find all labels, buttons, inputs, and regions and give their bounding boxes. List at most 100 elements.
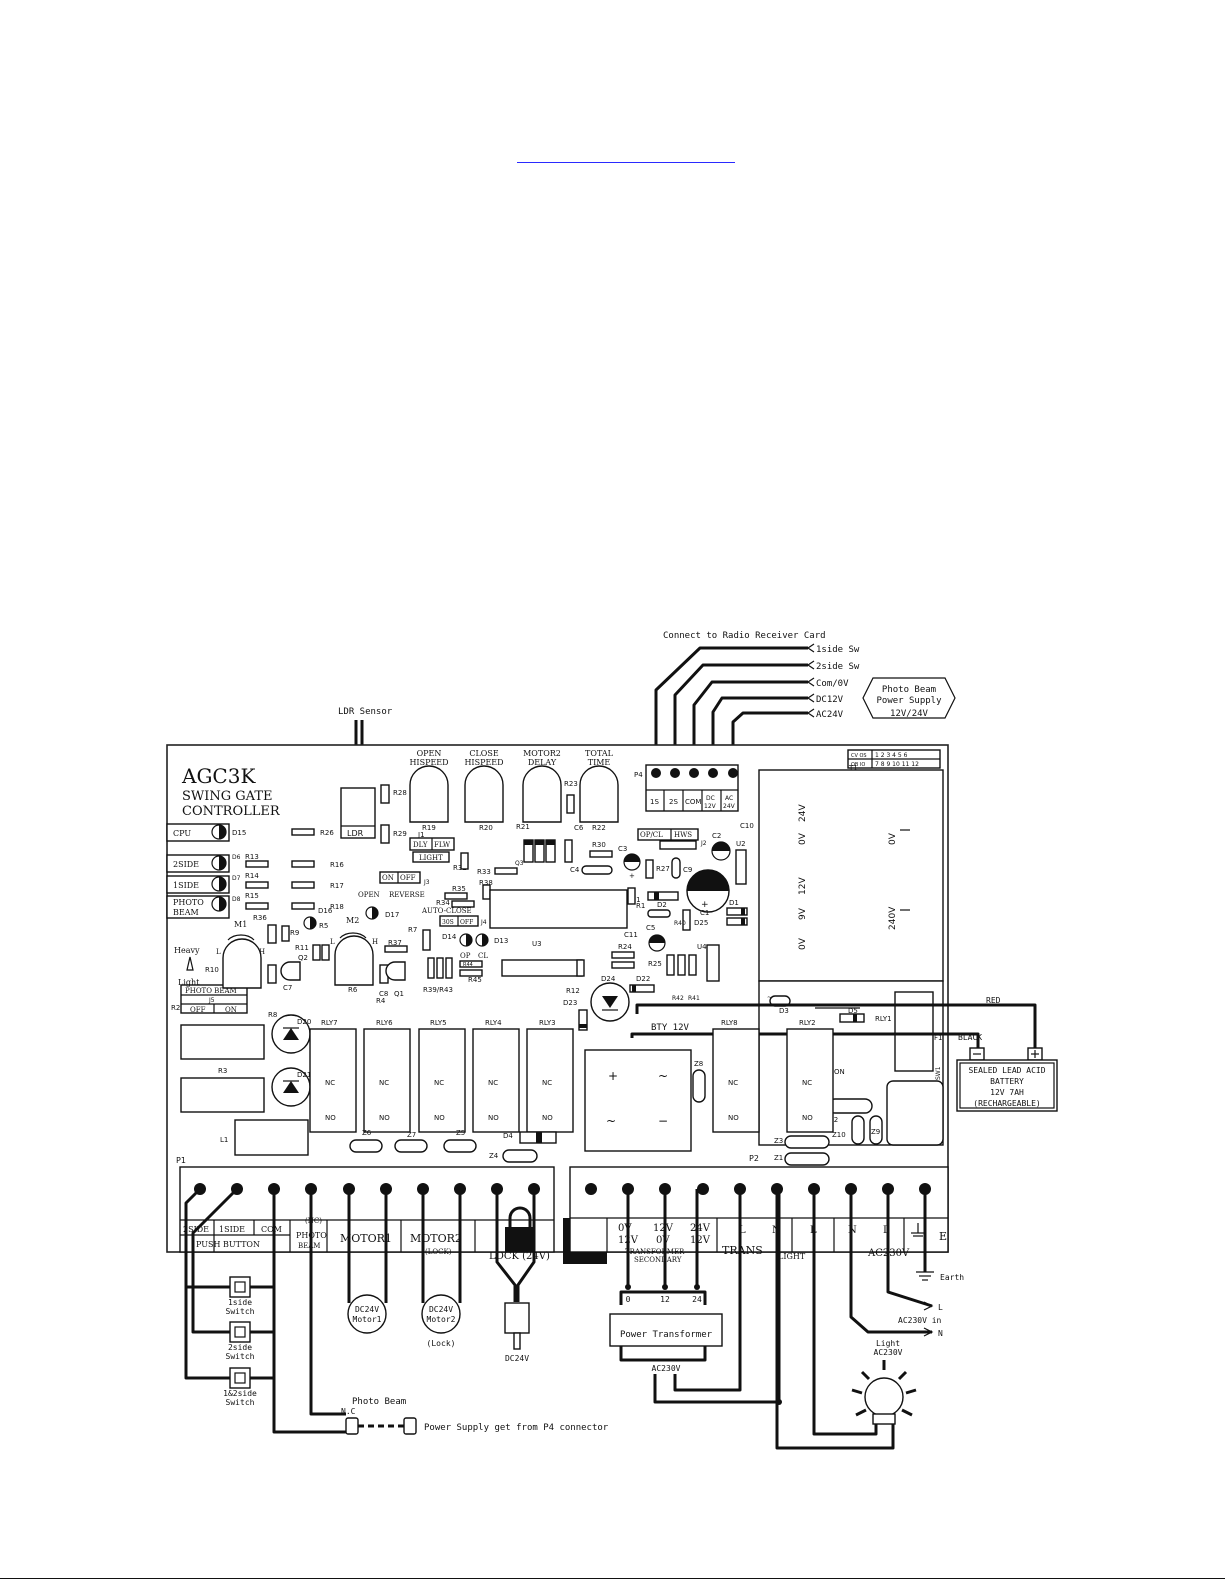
ldr-component bbox=[340, 787, 376, 839]
p4-com: COM bbox=[685, 798, 701, 806]
svg-text:OP: OP bbox=[460, 952, 471, 960]
r11: R11 bbox=[295, 944, 309, 952]
terminal-strip-p2: P2 0V 12V 12V 0V 24V 12V TRANSFORMER SEC… bbox=[569, 1154, 949, 1264]
led-cpu-label: CPU bbox=[173, 829, 191, 838]
board-subtitle-2: CONTROLLER bbox=[182, 804, 281, 819]
svg-text:1 2 3 4 5 6: 1 2 3 4 5 6 bbox=[875, 752, 908, 759]
pot-close-hispeed[interactable]: CLOSE HISPEED R20 bbox=[464, 749, 504, 832]
jumper-photo-beam[interactable]: PHOTO BEAM J5 OFF ON bbox=[180, 984, 248, 1014]
pb-jumper-title: PHOTO BEAM bbox=[185, 987, 237, 995]
power-transformer bbox=[609, 1313, 723, 1347]
p1-label: P1 bbox=[176, 1156, 186, 1165]
d3: D3 bbox=[779, 1007, 789, 1015]
r4: R4 bbox=[376, 997, 386, 1005]
pot-m2[interactable] bbox=[334, 935, 374, 986]
jumper-dly-flw[interactable]: J1 DLY FLW LIGHT bbox=[409, 831, 455, 863]
bridge-ac1: ~ bbox=[658, 1069, 668, 1083]
q1: Q1 bbox=[394, 990, 404, 998]
lock-dc-label: DC24V bbox=[505, 1354, 529, 1363]
svg-text:OB IO: OB IO bbox=[851, 762, 865, 768]
c7: C7 bbox=[283, 984, 292, 992]
light-wiring: Light AC230V bbox=[775, 1189, 917, 1450]
t1-0v: 0V bbox=[798, 832, 808, 845]
u1: U1 bbox=[631, 896, 641, 904]
pot-m2d-label2: DELAY bbox=[528, 758, 557, 767]
relay-rly3: RLY3 NC NO bbox=[526, 1019, 574, 1133]
dip-switch-grid[interactable]: CV OS OB IO 1 2 3 4 5 6 7 8 9 10 11 12 bbox=[847, 749, 941, 769]
hyperlink-underline[interactable] bbox=[517, 158, 735, 163]
jumper-on: ON bbox=[382, 874, 394, 882]
mains-wiring: Earth L AC230V in N bbox=[849, 1189, 964, 1338]
rly2-no: NO bbox=[802, 1114, 813, 1122]
r33: R33 bbox=[477, 868, 491, 876]
rly3-nc: NC bbox=[542, 1079, 552, 1087]
switch-2side[interactable] bbox=[229, 1321, 251, 1343]
term-24v: 24V bbox=[690, 1223, 711, 1234]
transformer-t1: T1 0V 24V 12V 9V 0V 0V 240V bbox=[758, 764, 944, 982]
battery-line4: (RECHARGEABLE) bbox=[973, 1099, 1040, 1108]
pot-m1[interactable] bbox=[222, 938, 262, 989]
bridge-plus: + bbox=[608, 1069, 618, 1083]
term-com: COM bbox=[261, 1225, 282, 1234]
led-2side-label: 2SIDE bbox=[173, 860, 199, 869]
photo-beam-rx bbox=[403, 1417, 417, 1435]
wire-dc12 bbox=[711, 696, 808, 773]
r8: R8 bbox=[268, 1011, 277, 1019]
r35: R35 bbox=[452, 885, 466, 893]
relay-rly8: RLY8 NC NO bbox=[712, 1019, 760, 1133]
board-title: AGC3K SWING GATE CONTROLLER bbox=[181, 764, 281, 819]
rly4-no: NO bbox=[488, 1114, 499, 1122]
term-l1: L bbox=[739, 1225, 746, 1236]
rly2-nc: NC bbox=[802, 1079, 812, 1087]
t1-0v-2: 0V bbox=[798, 937, 808, 950]
d4: D4 bbox=[503, 1132, 513, 1140]
wire-2side bbox=[673, 663, 808, 773]
pot-open-hispeed[interactable]: OPEN HISPEED R19 bbox=[409, 749, 449, 832]
ldr-sensor-label: LDR Sensor bbox=[338, 707, 393, 717]
z6: Z6 bbox=[362, 1129, 372, 1137]
photo-beam-tx bbox=[345, 1417, 359, 1435]
z4: Z4 bbox=[489, 1152, 499, 1160]
pot-motor2-delay[interactable]: MOTOR2 DELAY R21 R23 bbox=[516, 749, 578, 831]
term-secondary: SECONDARY bbox=[634, 1256, 682, 1264]
bridge-minus: − bbox=[658, 1114, 668, 1128]
svg-text:CV OS: CV OS bbox=[851, 753, 867, 759]
battery-black-label: BLACK bbox=[958, 1033, 982, 1042]
radio-2side-label: 2side Sw bbox=[816, 662, 860, 672]
jumper-opcl-hws[interactable]: OP/CL HWS J2 bbox=[637, 828, 707, 850]
term-lock24: LOCK (24V) bbox=[489, 1251, 550, 1262]
wire-com bbox=[692, 680, 808, 773]
sw2-label1: 2side bbox=[228, 1343, 252, 1352]
svg-text:R44: R44 bbox=[463, 962, 473, 968]
z7: Z7 bbox=[407, 1131, 416, 1139]
d7: D7 bbox=[232, 875, 241, 882]
jumper-off2: OFF bbox=[460, 919, 473, 926]
switch-12side[interactable] bbox=[229, 1367, 251, 1389]
jumper-auto-close-label: AUTO-CLOSE bbox=[421, 907, 472, 915]
photo-beam-nc: N.C bbox=[341, 1407, 356, 1416]
motor1-label2: Motor1 bbox=[353, 1315, 382, 1324]
pot-total-time[interactable]: TOTAL TIME R22 C6 bbox=[574, 749, 619, 832]
c11: C11 bbox=[624, 931, 638, 939]
c9: C9 bbox=[683, 866, 692, 874]
c4: C4 bbox=[570, 866, 580, 874]
sw1-label1: 1side bbox=[228, 1298, 252, 1307]
jumper-open-reverse[interactable]: ON OFF J3 OPEN REVERSE bbox=[358, 871, 430, 899]
r25: R25 bbox=[648, 960, 662, 968]
motor1 bbox=[347, 1294, 387, 1334]
battery-line1: SEALED LEAD ACID bbox=[968, 1066, 1045, 1075]
switch-1side[interactable] bbox=[229, 1276, 251, 1298]
jumper-auto-close[interactable]: AUTO-CLOSE 30S OFF J4 bbox=[421, 907, 487, 927]
mains-l-label: L bbox=[938, 1303, 943, 1312]
p4-24v: 24V bbox=[723, 803, 736, 810]
battery-red-label: RED bbox=[986, 996, 1001, 1005]
relays: RLY7 NC NO RLY6 NC NO RLY5 NC NO RLY4 NC… bbox=[309, 1019, 834, 1133]
p4-dc: DC bbox=[706, 795, 715, 802]
bridge-rectifier: + ~ ~ − Z8 bbox=[584, 1049, 706, 1152]
r42: R42 bbox=[672, 995, 684, 1002]
jumper-reverse: REVERSE bbox=[389, 891, 425, 899]
term-push-button: PUSH BUTTON bbox=[196, 1240, 260, 1249]
r21: R21 bbox=[516, 823, 530, 831]
d8: D8 bbox=[232, 896, 241, 903]
r37: R37 bbox=[388, 939, 402, 947]
